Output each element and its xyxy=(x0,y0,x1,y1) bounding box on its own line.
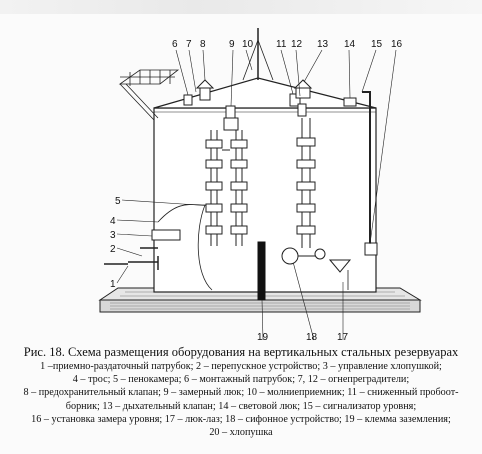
callout-2: 2 xyxy=(110,244,116,255)
callout-16: 16 xyxy=(391,39,403,50)
siphon-device xyxy=(281,247,352,273)
legend-line: 8 – предохранительный клапан; 9 – замерн… xyxy=(23,387,459,399)
callout-6: 6 xyxy=(172,39,178,50)
callout-13: 13 xyxy=(317,39,329,50)
callout-15: 15 xyxy=(371,39,383,50)
flapper-cable xyxy=(104,204,213,291)
callout-1: 1 xyxy=(110,279,116,290)
internal-equipment xyxy=(104,117,352,301)
level-gauge-column xyxy=(296,118,316,248)
callout-5: 5 xyxy=(115,196,121,207)
callout-labels: 6 7 8 9 10 11 12 13 14 15 16 5 4 3 2 1 1… xyxy=(110,39,403,343)
legend-line: 16 – установка замера уровня; 17 – люк-л… xyxy=(31,413,451,425)
foam-chamber-right xyxy=(223,117,248,246)
figure-caption: Рис. 18. Схема размещения оборудования н… xyxy=(4,344,478,439)
legend-line: борник; 13 – дыхательный клапан; 14 – св… xyxy=(65,400,417,412)
callout-11: 11 xyxy=(276,39,287,50)
legend-line: 1 –приемно-раздаточный патрубок; 2 – пер… xyxy=(40,361,442,372)
callout-17: 17 xyxy=(337,332,349,343)
callout-18: 18 xyxy=(306,332,318,343)
caption-title: Рис. 18. Схема размещения оборудования н… xyxy=(23,345,459,359)
callout-8: 8 xyxy=(200,39,206,50)
scan-artifact-strip xyxy=(0,0,482,14)
callout-3: 3 xyxy=(110,230,116,241)
callout-10: 10 xyxy=(242,39,254,50)
callout-leaders xyxy=(116,49,397,341)
legend-line: 20 – хлопушка xyxy=(209,427,273,439)
roof-equipment xyxy=(183,28,378,256)
grounding-clamp xyxy=(257,241,266,301)
callout-7: 7 xyxy=(186,39,192,50)
callout-9: 9 xyxy=(229,39,235,50)
caption-legend: 1 –приемно-раздаточный патрубок; 2 – пер… xyxy=(4,360,478,439)
callout-4: 4 xyxy=(110,216,116,227)
foam-chamber-left xyxy=(205,130,230,246)
legend-line: 4 – трос; 5 – пенокамера; 6 – монтажный … xyxy=(72,374,410,386)
callout-19: 19 xyxy=(257,332,269,343)
callout-12: 12 xyxy=(291,39,303,50)
tank-equipment-diagram: 6 7 8 9 10 11 12 13 14 15 16 5 4 3 2 1 1… xyxy=(98,28,422,343)
stair-platform xyxy=(118,69,180,121)
callout-14: 14 xyxy=(344,39,356,50)
